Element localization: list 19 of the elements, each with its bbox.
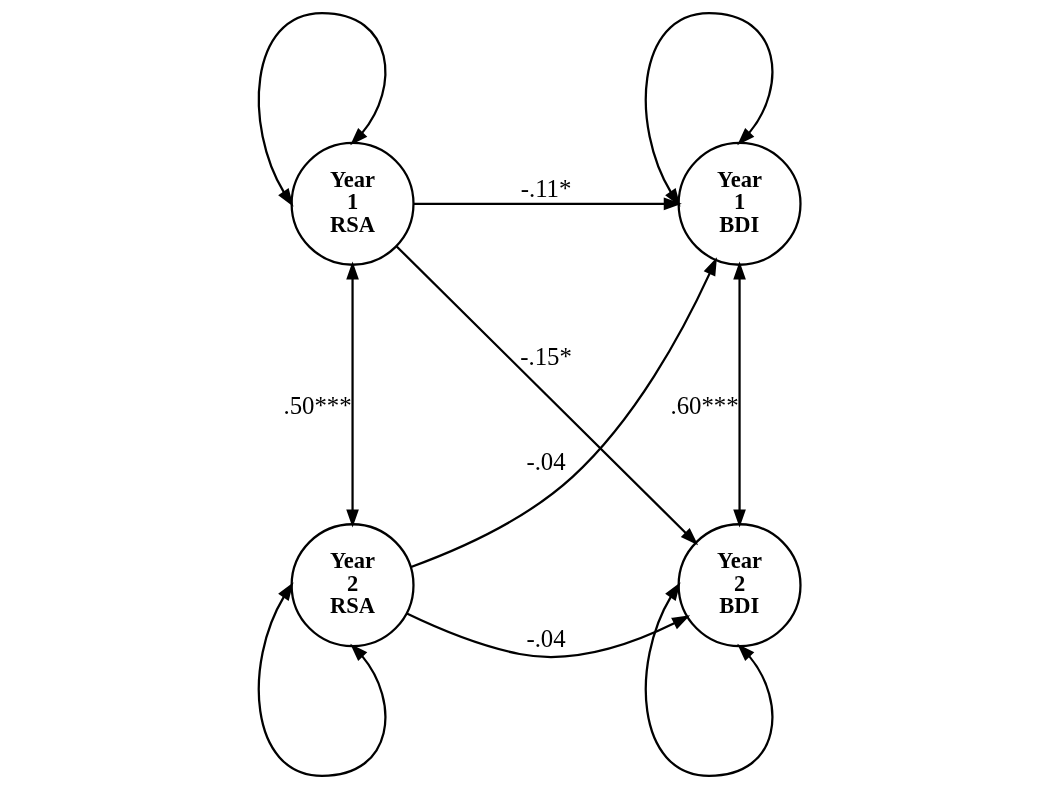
edge-label: -.04 [525,447,566,475]
node-circle: Year 2 RSA [290,523,415,648]
arrow [405,612,690,658]
arrow [644,12,773,207]
edge-label: -.11* [520,174,571,202]
node-circle: Year 1 BDI [677,141,802,266]
arrow [410,257,717,568]
arrow [413,197,682,211]
edge-label: .60*** [669,391,739,419]
edge-label: .50*** [282,391,352,419]
arrow [257,582,386,777]
arrow [257,12,386,207]
edge-label: -.04 [525,624,566,652]
arrow [644,582,773,777]
node-circle: Year 1 RSA [290,141,415,266]
edge-label: -.15* [519,342,572,370]
arrow [395,245,698,546]
arrow [345,261,359,528]
arrow [732,261,746,528]
